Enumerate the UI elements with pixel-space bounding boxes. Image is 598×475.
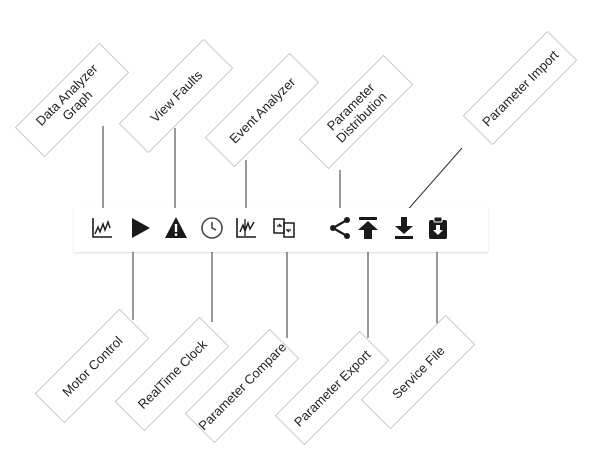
play-icon[interactable] xyxy=(128,216,152,240)
event-chart-icon[interactable] xyxy=(234,216,258,240)
clipboard-icon[interactable] xyxy=(426,216,450,240)
leader-parameter-import xyxy=(403,147,463,215)
share-icon[interactable] xyxy=(328,216,352,240)
compare-icon[interactable] xyxy=(272,216,296,240)
download-icon[interactable] xyxy=(392,216,416,240)
line-chart-icon[interactable] xyxy=(90,216,114,240)
upload-icon[interactable] xyxy=(356,216,380,240)
warning-icon[interactable] xyxy=(164,216,188,240)
clock-icon[interactable] xyxy=(200,216,224,240)
